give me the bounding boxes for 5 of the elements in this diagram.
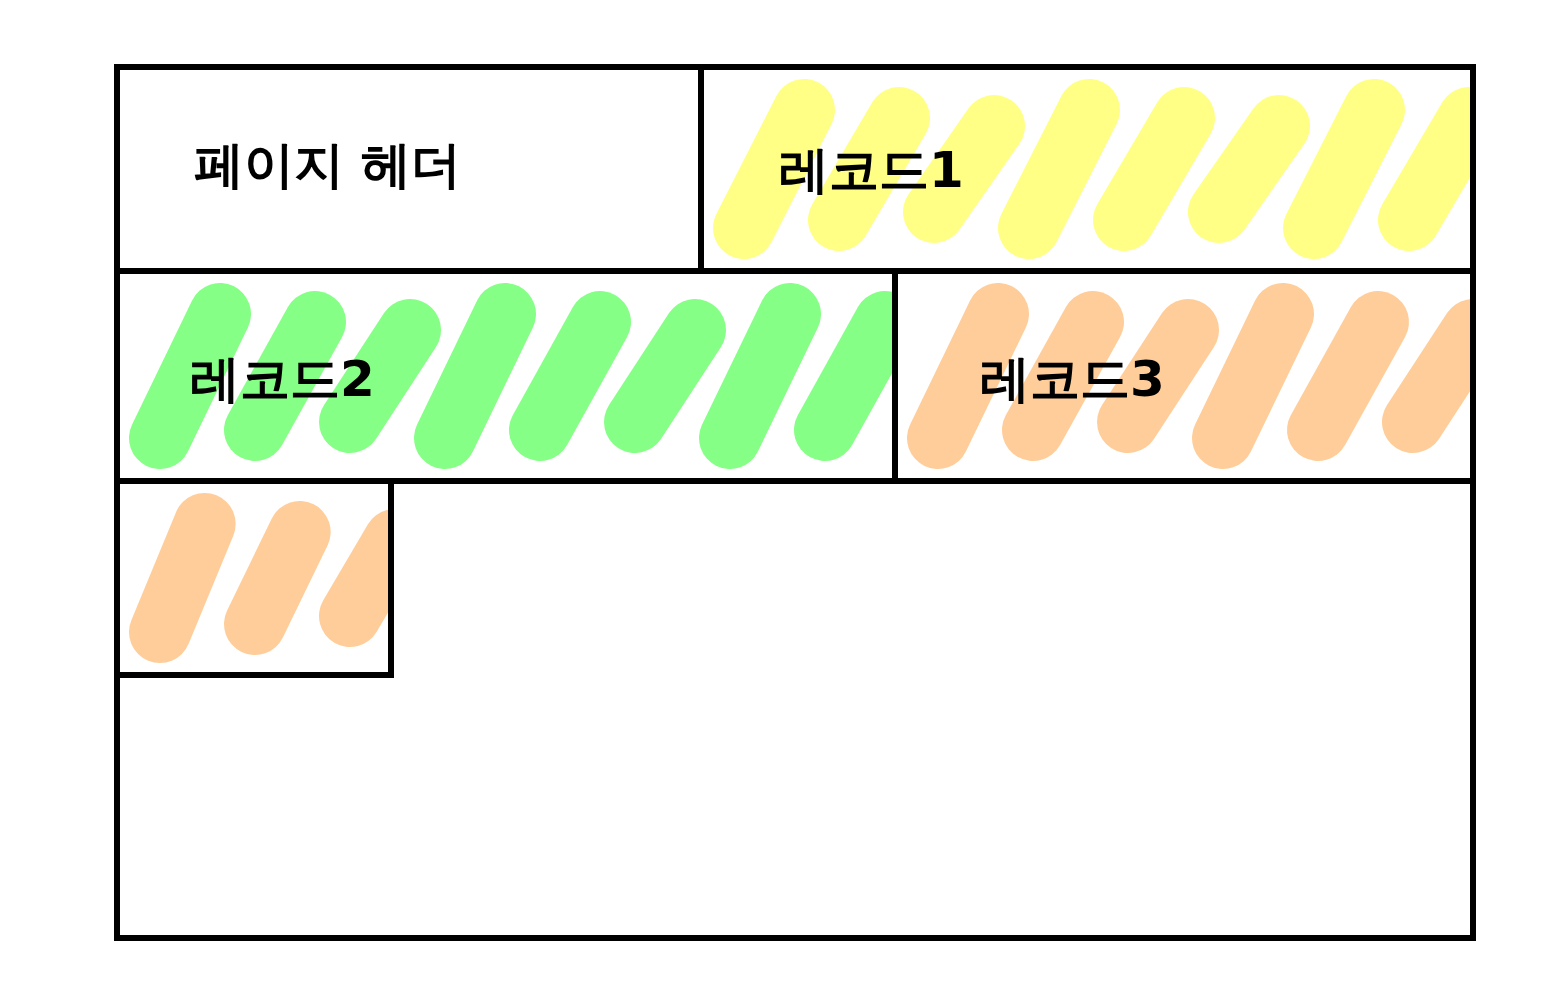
- page-frame: [114, 64, 1476, 941]
- cell-label: 레코드1: [779, 145, 964, 195]
- cell-label: 레코드3: [980, 354, 1165, 404]
- cell-label: 페이지 헤더: [194, 140, 462, 190]
- cell-label: 레코드2: [190, 354, 375, 404]
